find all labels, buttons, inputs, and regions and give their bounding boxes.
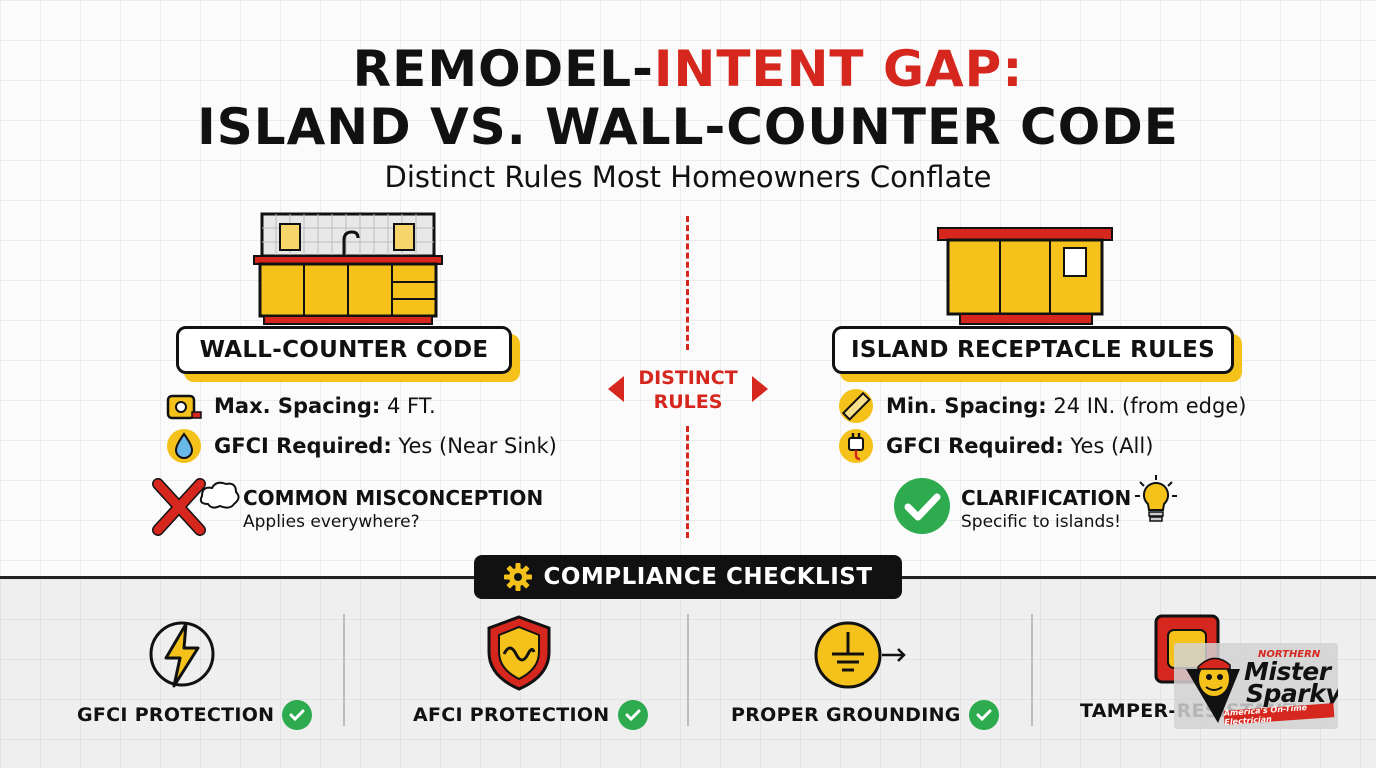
title-red-part: INTENT GAP: bbox=[653, 40, 1024, 98]
center-divider-top bbox=[686, 216, 689, 350]
lightning-icon bbox=[149, 621, 215, 688]
checklist-item-grounding: PROPER GROUNDING bbox=[731, 700, 999, 730]
island-heading: ISLAND RECEPTACLE RULES bbox=[832, 326, 1234, 374]
mister-sparky-logo: NORTHERN Mister Sparky America's On-Time… bbox=[1174, 643, 1338, 729]
lightbulb-icon bbox=[1135, 475, 1177, 522]
wall-counter-heading: WALL-COUNTER CODE bbox=[176, 326, 512, 374]
center-divider-bottom bbox=[686, 426, 689, 538]
check-circle-icon bbox=[894, 478, 950, 534]
check-icon bbox=[968, 700, 999, 730]
subtitle: Distinct Rules Most Homeowners Conflate bbox=[384, 160, 992, 194]
arrow-right-icon bbox=[752, 376, 768, 402]
wall-spacing-row: Max. Spacing: 4 FT. bbox=[166, 388, 436, 424]
clarification-note: CLARIFICATION Specific to islands! bbox=[961, 486, 1132, 532]
ruler-icon bbox=[839, 389, 873, 423]
island-gfci-row: GFCI Required: Yes (All) bbox=[838, 428, 1153, 464]
plug-icon bbox=[839, 429, 873, 463]
wall-gfci-row: GFCI Required: Yes (Near Sink) bbox=[166, 428, 557, 464]
checklist-separator bbox=[687, 614, 689, 726]
checklist-separator bbox=[1031, 614, 1033, 726]
mascot-icon bbox=[1186, 657, 1240, 723]
check-icon bbox=[617, 700, 648, 730]
distinct-rules-label: DISTINCT RULES bbox=[608, 364, 768, 414]
checklist-title: COMPLIANCE CHECKLIST bbox=[474, 555, 902, 599]
checklist-item-gfci: GFCI PROTECTION bbox=[77, 700, 313, 730]
island-spacing-row: Min. Spacing: 24 IN. (from edge) bbox=[838, 388, 1246, 424]
x-mark-icon bbox=[152, 478, 240, 536]
gear-icon bbox=[504, 563, 533, 591]
title-line-1: REMODEL-INTENT GAP: bbox=[0, 44, 1376, 94]
title-black-part: REMODEL- bbox=[352, 40, 654, 98]
water-drop-icon bbox=[167, 429, 201, 463]
checklist-separator bbox=[343, 614, 345, 726]
shield-wave-icon bbox=[487, 615, 551, 691]
wall-counter-illustration bbox=[253, 212, 443, 325]
tape-measure-icon bbox=[166, 394, 202, 420]
check-icon bbox=[282, 700, 313, 730]
checklist-item-afci: AFCI PROTECTION bbox=[413, 700, 648, 730]
ground-icon bbox=[814, 621, 906, 689]
arrow-left-icon bbox=[608, 376, 624, 402]
island-illustration bbox=[937, 227, 1113, 325]
title-line-2: ISLAND VS. WALL-COUNTER CODE bbox=[197, 98, 1179, 156]
misconception-note: COMMON MISCONCEPTION Applies everywhere? bbox=[243, 486, 544, 532]
